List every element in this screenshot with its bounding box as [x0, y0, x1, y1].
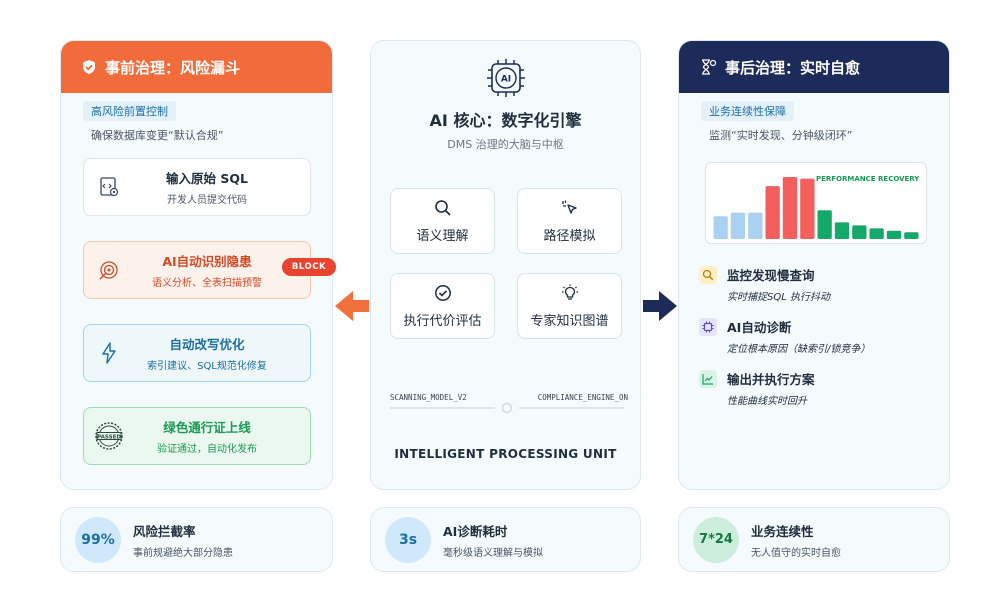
shield-check-icon: [83, 60, 95, 74]
passed-stamp-text: PASSED: [97, 434, 121, 440]
step-green-pass-title: 绿色通行证上线: [163, 420, 251, 435]
module-semantic: 语义理解: [390, 188, 495, 254]
module-cost-label: 执行代价评估: [403, 313, 482, 329]
stat-continuity-title: 业务连续性: [751, 523, 814, 539]
chart-bar: [782, 177, 798, 239]
lightning-icon: [102, 342, 116, 364]
block-badge: BLOCK: [282, 258, 336, 276]
module-knowledge-label: 专家知识图谱: [530, 313, 609, 329]
action-monitor-desc: 实时捕捉SQL 执行抖动: [727, 292, 830, 303]
step-auto-rewrite: 自动改写优化 索引建议、SQL规范化修复: [83, 324, 311, 382]
chart-bar: [817, 210, 832, 239]
performance-recovery-chart: PERFORMANCE RECOVERY: [705, 162, 927, 244]
step-ai-detect: AI自动识别隐患 语义分析、全表扫描预警: [83, 241, 311, 299]
step-auto-rewrite-title: 自动改写优化: [169, 337, 245, 352]
scan-model-label: SCANNING_MODEL_V2: [390, 393, 467, 402]
chart-bar: [800, 178, 815, 239]
action-diagnose-desc: 定位根本原因（缺索引/锁竞争）: [727, 344, 871, 355]
step-input-sql: 输入原始 SQL 开发人员提交代码: [83, 158, 311, 216]
ai-core-panel: AI AI 核心：数字化引擎 DMS 治理的大脑与中枢 语义理解 路径模拟 执行…: [370, 40, 641, 490]
pre-governance-title: 事前治理：风险漏斗: [105, 58, 241, 77]
trend-chart-icon: [699, 370, 717, 388]
stat-continuity-value: 7*24: [693, 516, 739, 563]
lightbulb-icon: [561, 284, 578, 300]
step-ai-detect-title: AI自动识别隐患: [162, 254, 252, 269]
ai-core-title: AI 核心：数字化引擎: [429, 111, 582, 130]
chart-bar: [748, 212, 763, 239]
action-diagnose: AI自动诊断 定位根本原因（缺索引/锁竞争）: [699, 317, 939, 355]
post-governance-title: 事后治理：实时自愈: [725, 58, 861, 77]
scan-connector-line: [390, 402, 624, 414]
stat-continuity-desc: 无人值守的实时自愈: [751, 547, 841, 559]
arrow-left-icon: [335, 291, 369, 321]
stat-continuity: 7*24 业务连续性 无人值守的实时自愈: [678, 507, 950, 572]
module-path-label: 路径模拟: [543, 228, 596, 244]
action-execute-title: 输出并执行方案: [727, 372, 815, 387]
pre-governance-subtitle: 确保数据库变更“默认合规”: [91, 129, 224, 142]
ai-core-subtitle: DMS 治理的大脑与中枢: [447, 138, 564, 151]
stat-risk-desc: 事前规避绝大部分隐患: [133, 547, 233, 559]
module-semantic-label: 语义理解: [416, 228, 469, 244]
action-diagnose-title: AI自动诊断: [727, 320, 792, 335]
magnify-icon: [699, 266, 717, 284]
processing-unit-label: INTELLIGENT PROCESSING UNIT: [394, 447, 617, 461]
step-auto-rewrite-desc: 索引建议、SQL规范化修复: [147, 361, 267, 372]
target-scan-icon: [99, 261, 118, 280]
post-governance-tag: 业务连续性保障: [701, 101, 794, 121]
stat-diagnosis-desc: 毫秒级语义理解与模拟: [443, 547, 543, 559]
stat-risk-title: 风险拦截率: [133, 523, 196, 539]
performance-bars: [713, 177, 919, 239]
stat-diagnosis-value: 3s: [385, 516, 431, 563]
step-input-sql-title: 输入原始 SQL: [166, 171, 248, 186]
pre-governance-tag: 高风险前置控制: [83, 101, 176, 121]
chart-bar: [730, 212, 746, 239]
stat-risk-intercept: 99% 风险拦截率 事前规避绝大部分隐患: [60, 507, 333, 572]
compliance-engine-label: COMPLIANCE_ENGINE_ON: [537, 393, 628, 402]
ai-chip-logo-icon: AI: [487, 59, 525, 97]
chart-bar: [852, 225, 867, 239]
step-green-pass-desc: 验证通过，自动化发布: [157, 444, 257, 455]
pre-governance-panel: 事前治理：风险漏斗 高风险前置控制 确保数据库变更“默认合规” 输入原始 SQL…: [60, 40, 333, 490]
step-green-pass: PASSED 绿色通行证上线 验证通过，自动化发布: [83, 407, 311, 465]
ai-logo-text: AI: [501, 75, 511, 85]
check-circle-icon: [434, 284, 451, 301]
search-icon: [434, 199, 451, 216]
code-document-icon: [100, 177, 119, 197]
chart-legend-label: PERFORMANCE RECOVERY: [816, 175, 920, 183]
module-cost: 执行代价评估: [390, 273, 495, 339]
step-input-sql-desc: 开发人员提交代码: [167, 195, 247, 206]
module-knowledge: 专家知识图谱: [517, 273, 622, 339]
arrow-right-icon: [643, 291, 677, 321]
stat-diagnosis-title: AI诊断耗时: [443, 523, 508, 539]
post-governance-subtitle: 监测“实时发现、分钟级闭环”: [709, 129, 853, 142]
chart-bar: [904, 232, 919, 239]
chart-bar: [834, 222, 850, 239]
action-execute-desc: 性能曲线实时回升: [727, 396, 807, 407]
post-governance-panel: 事后治理：实时自愈 业务连续性保障 监测“实时发现、分钟级闭环” PERFORM…: [678, 40, 950, 490]
chart-bar: [713, 216, 728, 239]
cpu-chip-icon: [699, 318, 717, 336]
action-execute: 输出并执行方案 性能曲线实时回升: [699, 369, 939, 407]
chart-bar: [869, 228, 884, 239]
stat-diagnosis-time: 3s AI诊断耗时 毫秒级语义理解与模拟: [370, 507, 641, 572]
passed-stamp-icon: PASSED: [95, 422, 123, 450]
action-monitor: 监控发现慢查询 实时捕捉SQL 执行抖动: [699, 265, 939, 303]
chart-bar: [765, 186, 780, 239]
stat-risk-value: 99%: [75, 516, 121, 563]
pre-governance-header: 事前治理：风险漏斗: [61, 41, 332, 93]
module-path: 路径模拟: [517, 188, 622, 254]
hourglass-gear-icon: [702, 59, 717, 75]
step-ai-detect-desc: 语义分析、全表扫描预警: [152, 278, 262, 289]
post-governance-header: 事后治理：实时自愈: [679, 41, 949, 93]
action-monitor-title: 监控发现慢查询: [727, 268, 815, 283]
chart-bar: [886, 230, 902, 239]
cursor-path-icon: [561, 200, 577, 214]
